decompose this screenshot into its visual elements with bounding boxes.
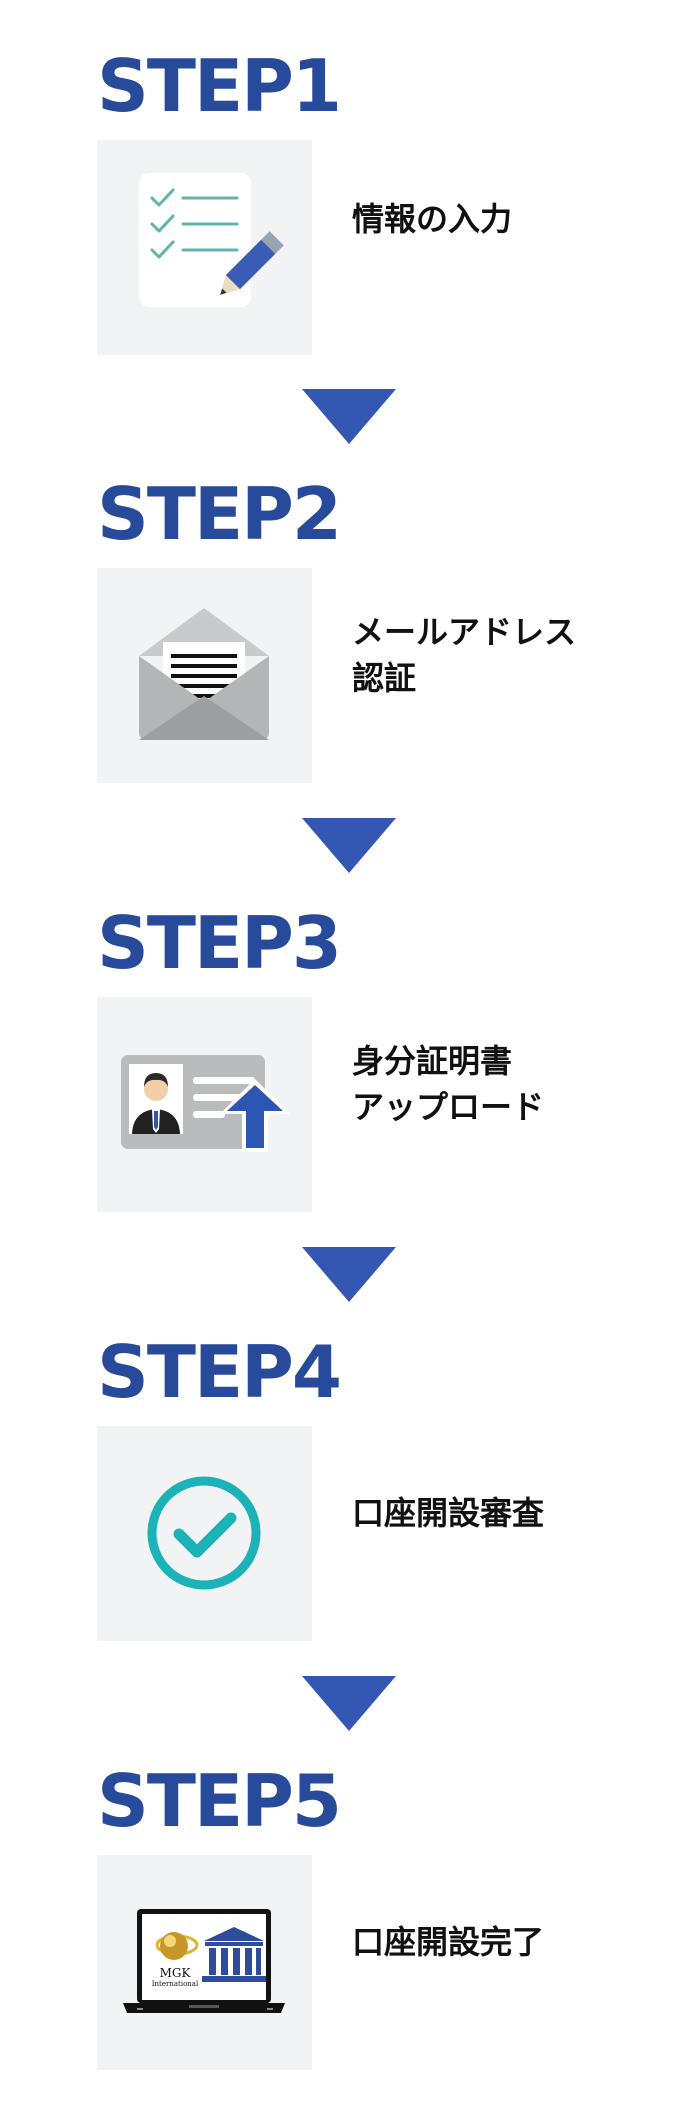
step-1-title: STEP1 — [97, 44, 342, 128]
check-circle-icon — [147, 1476, 261, 1590]
down-arrow-icon — [302, 1676, 396, 1731]
step-1-label: 情報の入力 — [352, 196, 512, 242]
mgk-brand-text: MGK — [160, 1966, 192, 1980]
step-4-label: 口座開設審査 — [352, 1490, 544, 1536]
step-5-label-line-1: 口座開設完了 — [352, 1923, 545, 1961]
step-1-icon-box — [97, 140, 312, 355]
step-3-title: STEP3 — [97, 901, 342, 985]
down-arrow-icon — [302, 818, 396, 873]
laptop-bank-icon: MGK International — [123, 1909, 285, 2013]
step-3-label: 身分証明書 アップロード — [352, 1038, 544, 1130]
step-2-label-line-1: メールアドレス — [352, 613, 577, 651]
step-3-label-line-2: アップロード — [352, 1088, 545, 1126]
step-2-label: メールアドレス 認証 — [352, 609, 576, 701]
id-card-upload-icon — [121, 1055, 290, 1152]
step-4-title: STEP4 — [97, 1330, 342, 1414]
envelope-letter-icon — [139, 608, 269, 740]
checklist-pencil-icon — [139, 173, 284, 307]
step-3-icon-box — [97, 997, 312, 1212]
step-2-icon-box — [97, 568, 312, 783]
step-2-title: STEP2 — [97, 472, 342, 556]
step-3-label-line-1: 身分証明書 — [352, 1042, 513, 1080]
step-4-icon-box — [97, 1426, 312, 1641]
step-5-title: STEP5 — [97, 1759, 342, 1843]
mgk-sub-text: International — [152, 1980, 199, 1988]
step-1-label-line-1: 情報の入力 — [352, 200, 513, 238]
step-2-label-line-2: 認証 — [352, 659, 417, 697]
down-arrow-icon — [302, 389, 396, 444]
down-arrow-icon — [302, 1247, 396, 1302]
step-5-label: 口座開設完了 — [352, 1919, 544, 1965]
bank-icon — [202, 1927, 266, 1982]
step-4-label-line-1: 口座開設審査 — [352, 1494, 545, 1532]
step-5-icon-box: MGK International — [97, 1855, 312, 2070]
